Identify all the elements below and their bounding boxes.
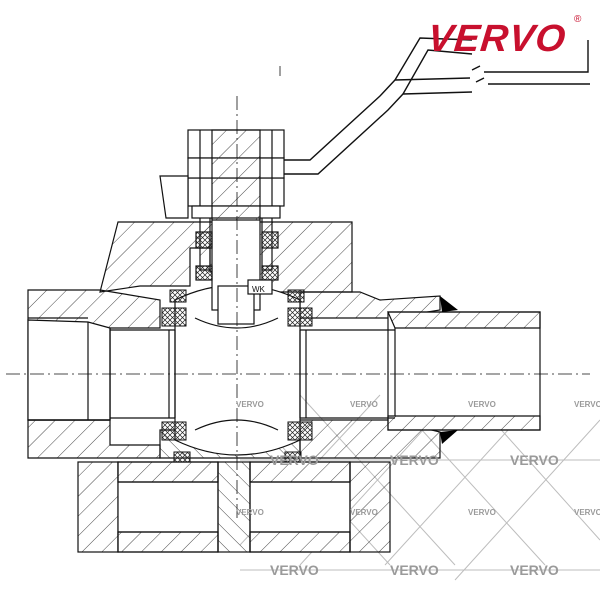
weld-beads [440,296,458,444]
watermark-text: VERVO [510,452,559,468]
watermark-text: VERVO [510,562,559,578]
watermark-text: VERVO [270,562,319,578]
stem-stamp: WK [252,285,266,294]
watermark-text: VERVO [574,400,600,409]
lever-handle [284,37,590,175]
brand-logo: VERVO [425,18,569,60]
watermark-text: VERVO [350,508,378,517]
right-pipe [387,311,541,431]
ball [168,284,307,456]
seats [161,289,313,467]
stem-nuts [159,129,285,221]
watermark-text: VERVO [574,508,600,517]
registered-mark: ® [574,14,582,25]
watermark-text: VERVO [236,400,264,409]
watermark-text: VERVO [236,508,264,517]
watermark-text: VERVO [390,562,439,578]
watermark-texts: VERVO VERVO VERVO VERVO VERVO VERVO VERV… [236,400,600,578]
centerlines [6,66,590,520]
watermark-text: VERVO [390,452,439,468]
bottom-sockets [77,461,391,553]
watermark-text: VERVO [270,452,319,468]
watermark-text: VERVO [350,400,378,409]
watermark-text: VERVO [468,508,496,517]
watermark-text: VERVO [468,400,496,409]
